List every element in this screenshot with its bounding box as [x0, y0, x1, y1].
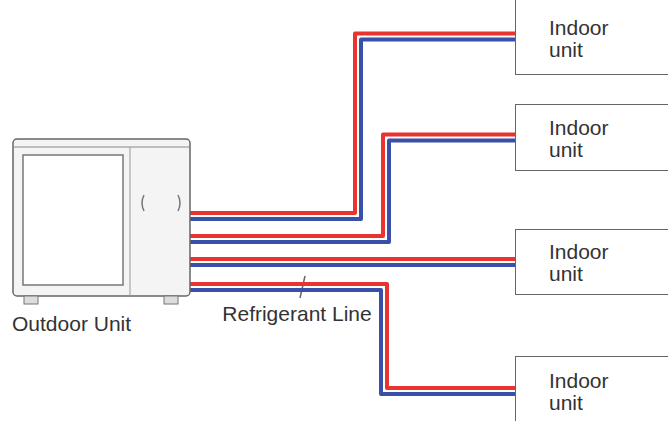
refrigerant-line: [190, 259, 515, 265]
unit-label: Indoor unit: [549, 17, 627, 61]
indoor-unit-box: Indoor unit: [515, 104, 668, 171]
outdoor-unit-illustration: [12, 137, 192, 307]
indoor-unit-box: Indoor unit: [515, 229, 668, 295]
refrigerant-line: [190, 135, 515, 243]
unit-label: Indoor unit: [549, 117, 627, 161]
indoor-unit-box: Indoor unit: [515, 356, 668, 421]
outdoor-unit: Outdoor Unit: [12, 137, 192, 342]
unit-caption: Outdoor Unit: [12, 313, 131, 335]
refrigerant-line: [190, 284, 515, 394]
line-label: Refrigerant Line: [222, 302, 372, 326]
unit-label: Indoor unit: [549, 370, 627, 414]
refrigerant-line: [190, 34, 515, 220]
indoor-unit-box: Indoor unit: [515, 0, 668, 75]
leader-line: [300, 276, 305, 298]
unit-label: Indoor unit: [549, 241, 627, 285]
